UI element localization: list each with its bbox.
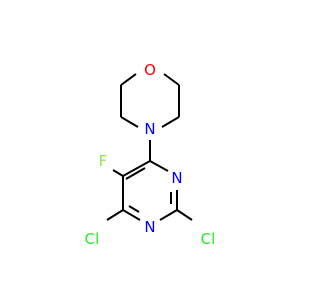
bond-c4-c5 <box>122 160 151 177</box>
oxygen-atom-label: O <box>144 61 156 79</box>
bond-n3-c4 <box>149 160 169 172</box>
bond-o-c-left <box>120 73 137 86</box>
pyrimidine-nitrogen-lower-label: N <box>144 218 155 236</box>
pyrimidine-ring-bonds <box>122 160 178 221</box>
bond-c6-n1-double <box>128 205 140 213</box>
bond-c6-cl <box>106 209 124 221</box>
bond-c-n-left <box>120 116 139 128</box>
fluorine-atom-label: F <box>99 152 108 170</box>
morpholine-ring-bonds <box>120 73 180 128</box>
bond-n-c-right <box>161 116 180 128</box>
chlorine-right-label: Cl <box>201 230 216 248</box>
bond-n1-c2 <box>159 209 178 221</box>
bond-c4-c5-double <box>125 167 146 180</box>
molecule-structure-diagram: O N F N N Cl Cl <box>85 61 216 248</box>
bond-c2-cl <box>176 209 193 221</box>
bond-c-o-right <box>163 73 180 86</box>
pyrimidine-nitrogen-upper-label: N <box>171 169 182 187</box>
bond-c5-f <box>112 169 124 177</box>
bond-c6-n1 <box>122 209 141 221</box>
morpholine-nitrogen-label: N <box>144 120 155 138</box>
chlorine-left-label: Cl <box>85 230 100 248</box>
